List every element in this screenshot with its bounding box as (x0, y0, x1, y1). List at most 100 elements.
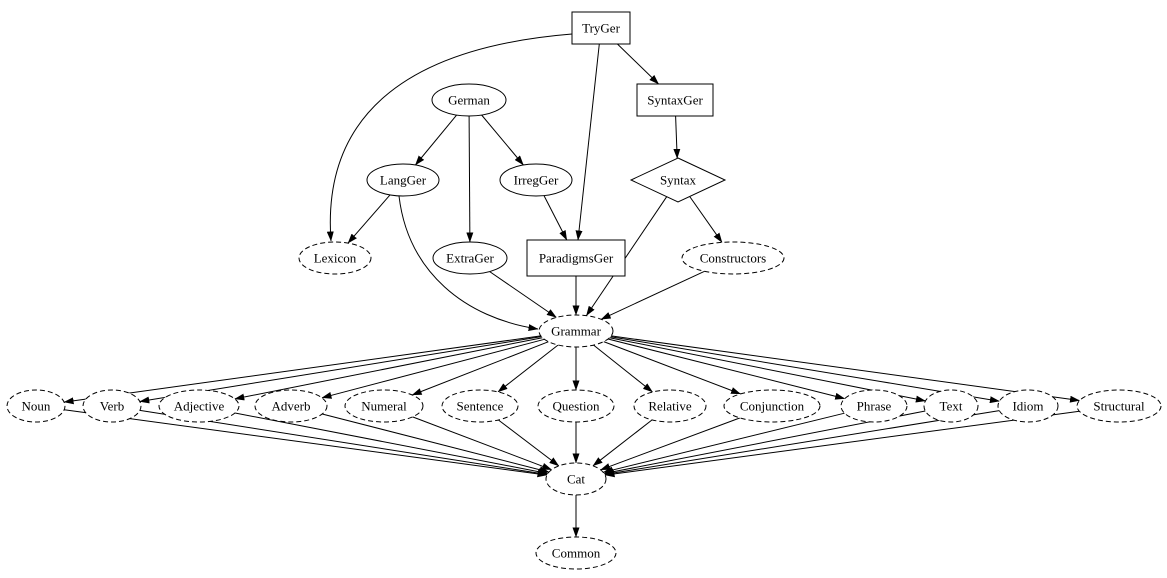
node-Text-shape (923, 389, 979, 423)
node-Grammar: Grammar (538, 314, 614, 348)
edge-Grammar-to-Numeral (411, 341, 549, 396)
edge-Grammar-to-Adjective (234, 337, 543, 401)
node-Adjective-shape (158, 389, 240, 423)
edge-SyntaxGer-to-Syntax (673, 115, 681, 159)
edge-German-to-LangGer (415, 114, 457, 166)
edge-Grammar-to-Idiom (610, 336, 1000, 404)
node-Verb: Verb (82, 389, 142, 423)
node-Adjective-label: Adjective (174, 398, 225, 413)
node-Phrase-shape (840, 389, 908, 423)
node-Structural-shape (1076, 389, 1162, 423)
node-Conjunction-label: Conjunction (740, 398, 805, 413)
node-Syntax: Syntax (629, 157, 727, 203)
node-Cat-shape (545, 462, 607, 496)
node-Common-label: Common (552, 545, 601, 560)
node-TryGer-shape (571, 11, 631, 45)
edge-Grammar-to-Sentence (497, 344, 559, 393)
node-Sentence-shape (441, 389, 519, 423)
node-German-label: German (448, 92, 490, 107)
edge-German-to-ExtraGer (466, 115, 474, 243)
node-Noun-shape (6, 389, 66, 423)
node-Noun-label: Noun (22, 398, 51, 413)
node-Lexicon-shape (298, 241, 372, 275)
node-Constructors: Constructors (681, 241, 785, 275)
node-ParadigmsGer-shape (526, 239, 626, 277)
edge-Grammar-to-Noun (63, 335, 541, 405)
node-Phrase: Phrase (840, 389, 908, 423)
node-Phrase-label: Phrase (857, 398, 892, 413)
node-Adjective: Adjective (158, 389, 240, 423)
node-Question-label: Question (553, 398, 600, 413)
edge-Structural-to-Cat (604, 410, 1080, 478)
node-LangGer-shape (366, 163, 440, 197)
edge-German-to-IrregGer (481, 114, 524, 166)
edge-TryGer-to-SyntaxGer (617, 43, 659, 85)
node-SyntaxGer: SyntaxGer (636, 83, 714, 117)
edge-IrregGer-to-ParadigmsGer (543, 195, 568, 241)
node-Lexicon-label: Lexicon (314, 250, 357, 265)
node-Idiom-shape (997, 389, 1059, 423)
node-Numeral-shape (344, 389, 424, 423)
node-LangGer: LangGer (366, 163, 440, 197)
edge-Syntax-to-Constructors (689, 196, 723, 243)
edge-ExtraGer-to-Grammar (489, 271, 557, 318)
node-Common: Common (535, 536, 617, 570)
edge-Adverb-to-Cat (322, 413, 550, 474)
edge-Grammar-to-Relative (593, 344, 653, 393)
node-Cat: Cat (545, 462, 607, 496)
node-IrregGer: IrregGer (499, 163, 573, 197)
node-Verb-shape (82, 389, 142, 423)
edge-TryGer-to-Lexicon (326, 33, 573, 242)
node-Idiom: Idiom (997, 389, 1059, 423)
edge-Grammar-to-Structural (611, 335, 1080, 403)
node-ExtraGer-label: ExtraGer (446, 250, 494, 265)
edge-LangGer-to-Lexicon (347, 194, 391, 244)
node-Syntax-shape (629, 157, 727, 203)
node-IrregGer-label: IrregGer (514, 172, 559, 187)
node-Syntax-label: Syntax (660, 172, 697, 187)
node-Relative-label: Relative (648, 398, 692, 413)
node-Grammar-label: Grammar (551, 323, 601, 338)
edge-Syntax-to-Grammar (585, 196, 668, 317)
edge-Grammar-to-Phrase (607, 338, 846, 400)
node-Conjunction: Conjunction (723, 389, 821, 423)
node-Idiom-label: Idiom (1012, 398, 1043, 413)
node-Structural-label: Structural (1093, 398, 1145, 413)
node-Grammar-shape (538, 314, 614, 348)
node-TryGer: TryGer (571, 11, 631, 45)
node-Relative-shape (633, 389, 707, 423)
edge-Grammar-to-Conjunction (603, 341, 741, 395)
node-Common-shape (535, 536, 617, 570)
node-Constructors-shape (681, 241, 785, 275)
edge-Grammar-to-Adverb (321, 338, 545, 399)
node-TryGer-label: TryGer (582, 20, 620, 35)
node-SyntaxGer-label: SyntaxGer (647, 92, 703, 107)
node-SyntaxGer-shape (636, 83, 714, 117)
node-Structural: Structural (1076, 389, 1162, 423)
node-ParadigmsGer: ParadigmsGer (526, 239, 626, 277)
node-Verb-label: Verb (100, 398, 125, 413)
node-Relative: Relative (633, 389, 707, 423)
node-Lexicon: Lexicon (298, 241, 372, 275)
node-ExtraGer: ExtraGer (432, 241, 508, 275)
edge-Sentence-to-Cat (498, 419, 560, 467)
edge-TryGer-to-ParadigmsGer (575, 43, 600, 241)
edge-Noun-to-Cat (64, 409, 548, 478)
edge-Numeral-to-Cat (412, 416, 553, 471)
node-German-shape (431, 83, 507, 117)
node-ParadigmsGer-label: ParadigmsGer (539, 250, 614, 265)
node-ExtraGer-shape (432, 241, 508, 275)
node-Cat-label: Cat (567, 471, 585, 486)
edge-Adjective-to-Cat (234, 412, 549, 476)
node-Conjunction-shape (723, 389, 821, 423)
node-Text-label: Text (940, 398, 963, 413)
node-Constructors-label: Constructors (700, 250, 766, 265)
node-Text: Text (923, 389, 979, 423)
node-Noun: Noun (6, 389, 66, 423)
node-IrregGer-shape (499, 163, 573, 197)
node-Sentence-label: Sentence (457, 398, 504, 413)
edge-Phrase-to-Cat (602, 412, 845, 474)
node-Question-shape (537, 389, 615, 423)
